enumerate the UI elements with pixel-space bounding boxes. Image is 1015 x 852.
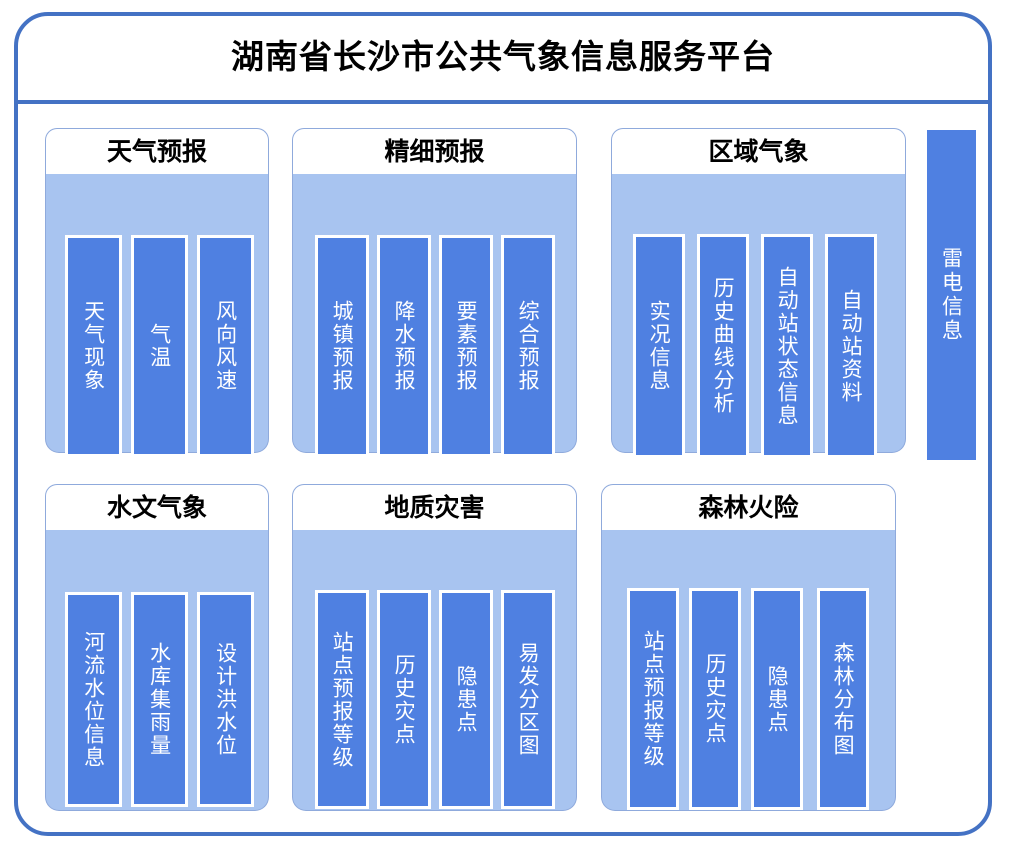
group-header: 水文气象: [45, 484, 269, 530]
item-label: 城镇预报: [330, 300, 355, 392]
group-weather-forecast[interactable]: 天气预报 天气现象 气温 风向风速: [45, 128, 269, 457]
group-geological-disaster[interactable]: 地质灾害 站点预报等级 历史灾点 隐患点 易发分区图: [292, 484, 577, 811]
item-label: 综合预报: [516, 300, 541, 392]
group-body: 站点预报等级 历史灾点 隐患点 易发分区图: [292, 530, 577, 811]
item-label: 降水预报: [392, 300, 417, 392]
group-regional-meteorology[interactable]: 区域气象 实况信息 历史曲线分析 自动站状态信息 自动站资料: [611, 128, 906, 458]
group-header: 地质灾害: [292, 484, 577, 530]
group-title: 区域气象: [708, 137, 809, 166]
item-label: 气温: [147, 323, 172, 369]
group-hydrological-meteorology[interactable]: 水文气象 河流水位信息 水库集雨量 设计洪水位: [45, 484, 269, 811]
item-bar[interactable]: 实况信息: [633, 234, 685, 458]
item-label: 历史灾点: [703, 653, 728, 745]
group-header: 精细预报: [292, 128, 577, 174]
group-title: 天气预报: [106, 137, 207, 166]
item-bar[interactable]: 隐患点: [751, 588, 803, 810]
group-title: 精细预报: [384, 137, 485, 166]
item-label: 站点预报等级: [641, 630, 666, 768]
item-bar[interactable]: 风向风速: [197, 235, 254, 457]
item-label: 实况信息: [647, 300, 672, 392]
item-bar[interactable]: 森林分布图: [817, 588, 869, 810]
item-bar[interactable]: 站点预报等级: [627, 588, 679, 810]
item-bar[interactable]: 站点预报等级: [315, 590, 369, 809]
group-fine-forecast[interactable]: 精细预报 城镇预报 降水预报 要素预报 综合预报: [292, 128, 577, 457]
item-bar[interactable]: 城镇预报: [315, 235, 369, 457]
group-header: 区域气象: [611, 128, 906, 174]
item-label: 易发分区图: [516, 642, 541, 757]
item-bar[interactable]: 综合预报: [501, 235, 555, 457]
item-bar[interactable]: 历史灾点: [689, 588, 741, 810]
group-header: 森林火险: [601, 484, 896, 530]
item-bar[interactable]: 易发分区图: [501, 590, 555, 809]
group-forest-fire-risk[interactable]: 森林火险 站点预报等级 历史灾点 隐患点 森林分布图: [601, 484, 896, 811]
item-bar[interactable]: 自动站状态信息: [761, 234, 813, 458]
standalone-bar-label: 雷电信息: [939, 247, 964, 343]
group-body: 天气现象 气温 风向风速: [45, 174, 269, 457]
group-title: 森林火险: [698, 493, 799, 522]
item-bar[interactable]: 气温: [131, 235, 188, 457]
item-bar[interactable]: 降水预报: [377, 235, 431, 457]
item-bar[interactable]: 要素预报: [439, 235, 493, 457]
item-label: 隐患点: [454, 665, 479, 734]
item-bar[interactable]: 设计洪水位: [197, 592, 254, 807]
group-body: 实况信息 历史曲线分析 自动站状态信息 自动站资料: [611, 174, 906, 458]
item-label: 站点预报等级: [330, 630, 355, 769]
standalone-bar-lightning-info[interactable]: 雷电信息: [927, 130, 976, 460]
item-label: 水库集雨量: [147, 642, 172, 757]
item-label: 自动站状态信息: [775, 265, 800, 427]
item-label: 历史灾点: [392, 653, 417, 746]
item-label: 河流水位信息: [81, 630, 106, 769]
item-label: 隐患点: [765, 664, 790, 734]
item-bar[interactable]: 隐患点: [439, 590, 493, 809]
item-bar[interactable]: 历史曲线分析: [697, 234, 749, 458]
item-bar[interactable]: 水库集雨量: [131, 592, 188, 807]
item-label: 风向风速: [213, 300, 238, 392]
item-bar[interactable]: 天气现象: [65, 235, 122, 457]
item-label: 历史曲线分析: [711, 277, 736, 415]
item-bar[interactable]: 河流水位信息: [65, 592, 122, 807]
group-header: 天气预报: [45, 128, 269, 174]
group-body: 城镇预报 降水预报 要素预报 综合预报: [292, 174, 577, 457]
item-label: 森林分布图: [831, 641, 856, 757]
group-body: 河流水位信息 水库集雨量 设计洪水位: [45, 530, 269, 811]
item-label: 要素预报: [454, 300, 479, 392]
item-bar[interactable]: 历史灾点: [377, 590, 431, 809]
group-title: 水文气象: [106, 493, 207, 522]
item-bar[interactable]: 自动站资料: [825, 234, 877, 458]
group-body: 站点预报等级 历史灾点 隐患点 森林分布图: [601, 530, 896, 811]
item-label: 自动站资料: [839, 288, 864, 404]
item-label: 设计洪水位: [213, 642, 238, 757]
group-title: 地质灾害: [384, 493, 485, 522]
item-label: 天气现象: [81, 300, 106, 392]
